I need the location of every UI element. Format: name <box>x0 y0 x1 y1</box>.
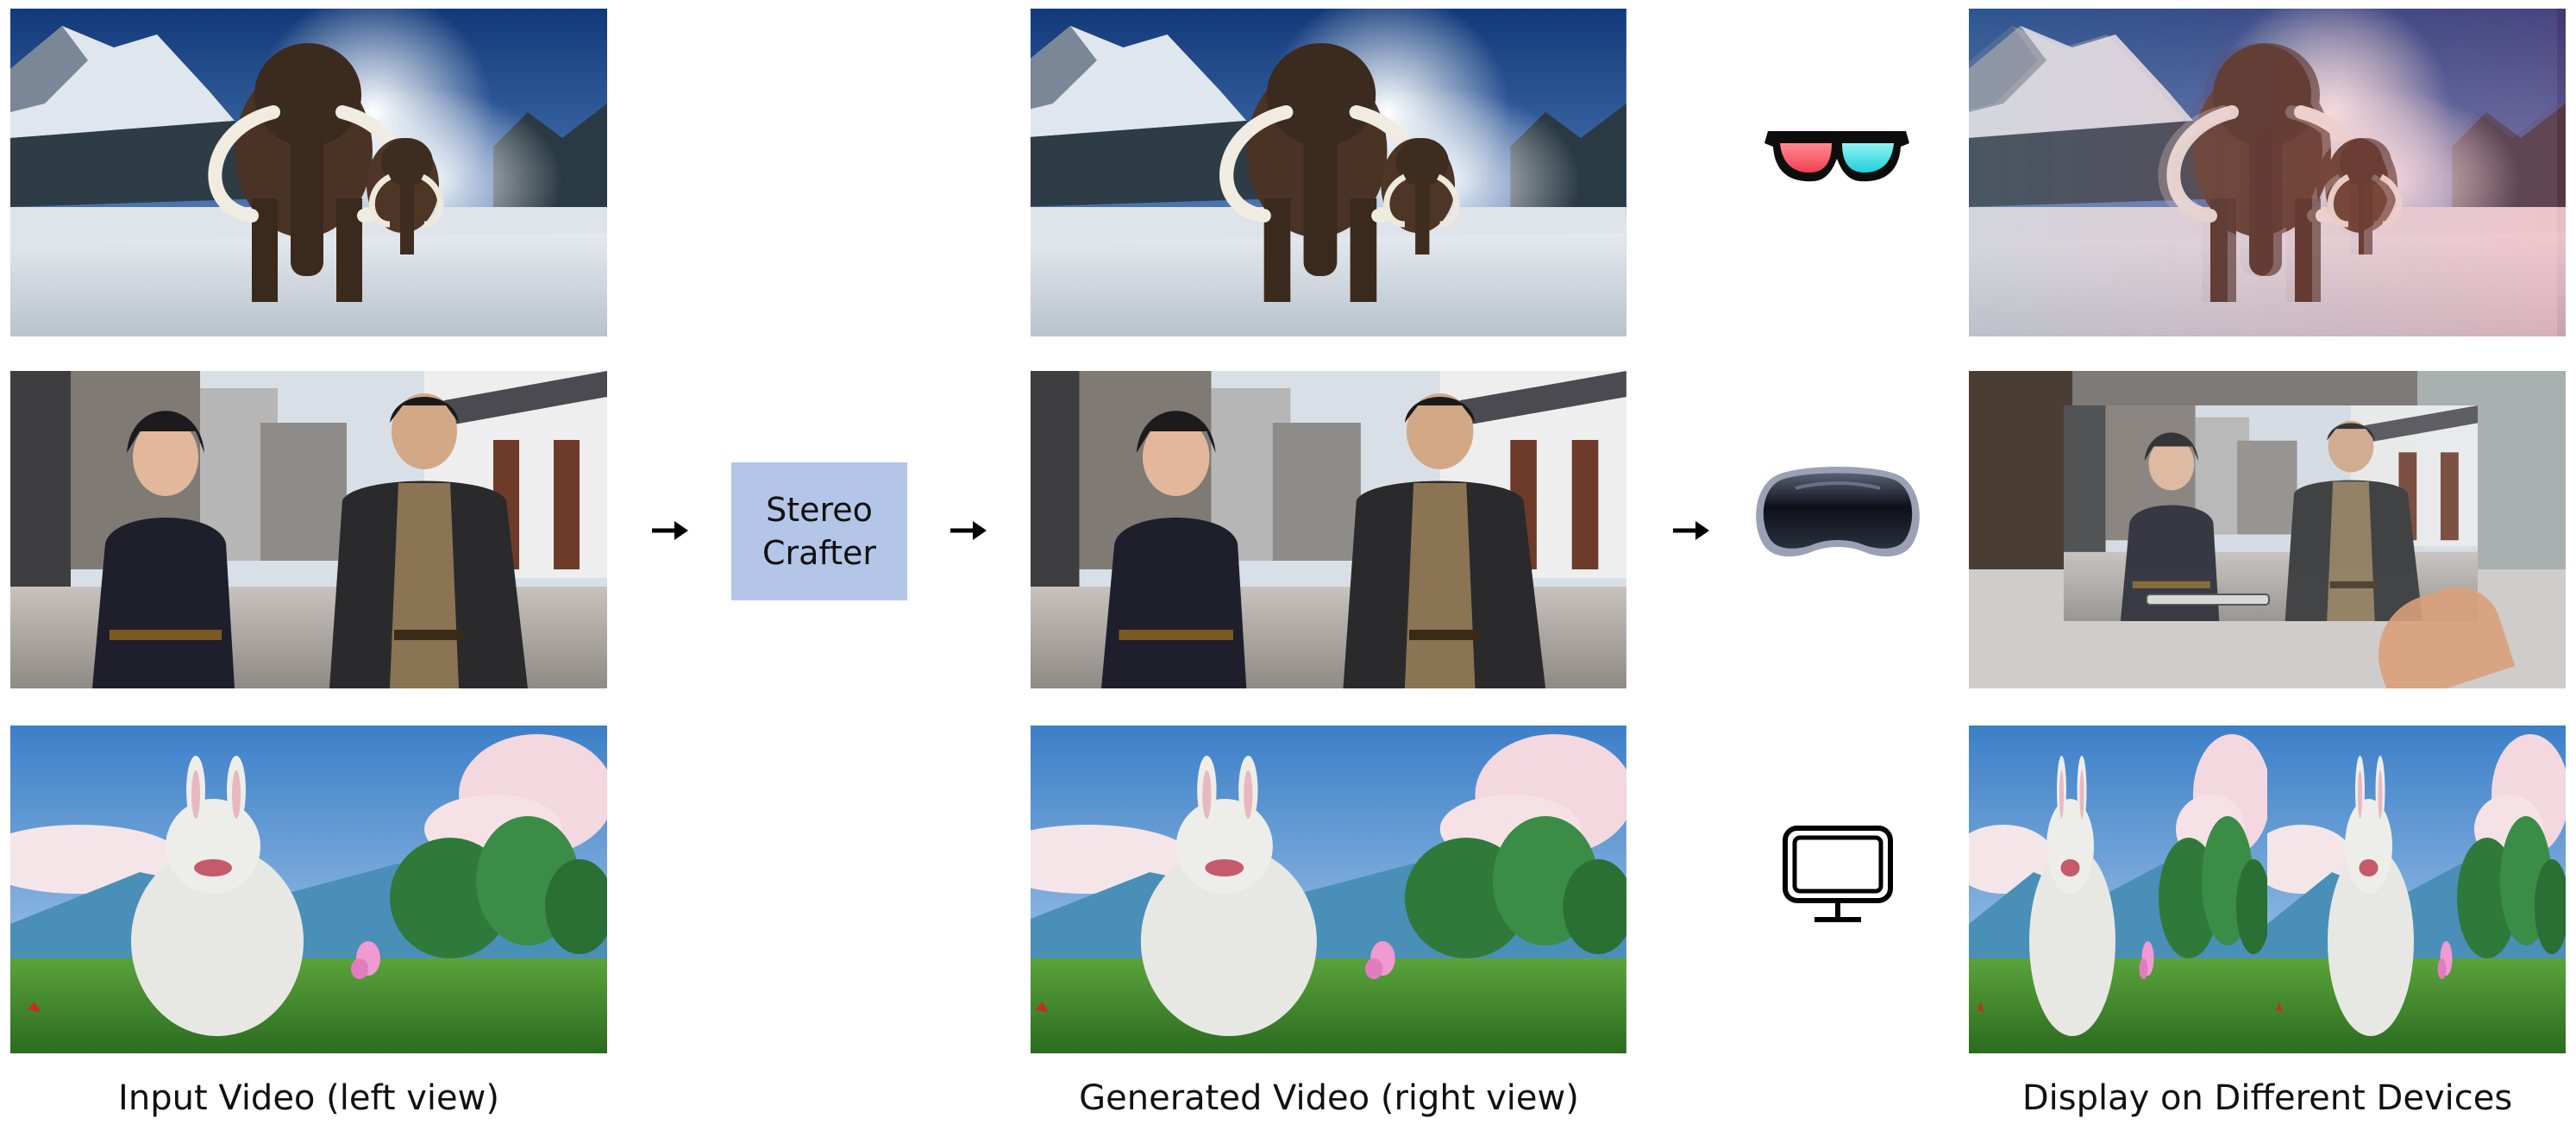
monitor-icon <box>1783 826 1893 922</box>
caption-display-devices: Display on Different Devices <box>2021 1078 2513 1118</box>
display-frame-side-by-side-left <box>1969 726 2267 1053</box>
input-frame-men <box>10 371 607 688</box>
bunny-scene-image <box>10 726 607 1053</box>
caption-generated-video: Generated Video (right view) <box>1079 1078 1579 1118</box>
bunny-scene-image <box>1969 726 2267 1053</box>
bunny-scene-image <box>1031 726 1626 1053</box>
generated-frame-bunny <box>1031 726 1627 1053</box>
vr-headset-icon <box>1756 467 1920 557</box>
generated-frame-men <box>1031 371 1627 688</box>
caption-input-video: Input Video (left view) <box>118 1078 499 1118</box>
arrow-input-to-model <box>652 521 688 540</box>
arrow-model-to-generated <box>950 521 987 540</box>
men-scene-image <box>2064 405 2478 621</box>
generated-frame-mammoth <box>1031 9 1627 336</box>
input-frame-bunny <box>10 726 607 1053</box>
bunny-scene-image <box>2267 726 2566 1053</box>
display-frame-vr <box>1969 371 2566 688</box>
mammoth-scene-image <box>10 9 607 336</box>
stereocrafter-model-box: Stereo Crafter <box>731 462 907 600</box>
model-name-line2: Crafter <box>762 534 877 572</box>
input-frame-mammoth <box>10 9 607 336</box>
mammoth-scene-image <box>1031 9 1626 336</box>
anaglyph-3d-glasses-icon <box>1764 131 1909 182</box>
display-frame-side-by-side-right <box>2267 726 2566 1053</box>
men-scene-image <box>1031 371 1626 688</box>
men-scene-image <box>10 371 607 688</box>
arrow-generated-to-devices <box>1673 521 1709 540</box>
display-frame-anaglyph <box>1969 9 2566 336</box>
vr-window-bar <box>2146 594 2270 606</box>
model-name-line1: Stereo <box>766 491 873 529</box>
